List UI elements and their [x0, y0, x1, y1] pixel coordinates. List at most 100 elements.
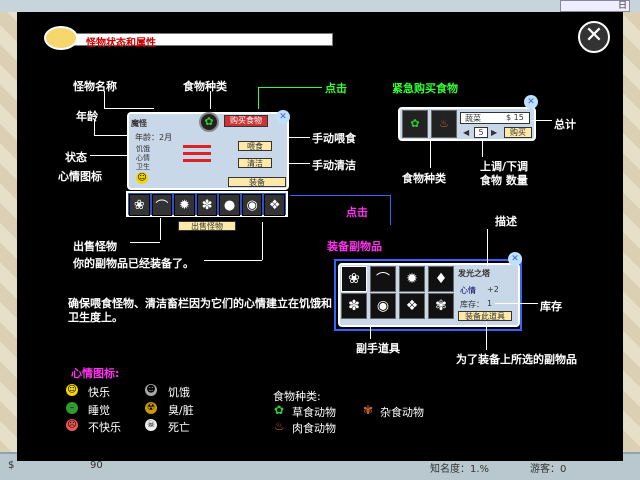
leader-line	[486, 322, 487, 350]
purchase-button[interactable]: 购买	[504, 127, 532, 138]
leader-line	[204, 260, 262, 261]
mood-happy-icon: ☺	[136, 172, 148, 184]
hungry-icon: ☻	[145, 384, 157, 396]
equip-slot-flower[interactable]: ✽	[196, 194, 218, 216]
label-click2: 点击	[346, 206, 368, 219]
legend-dirty: 臭/脏	[168, 404, 194, 417]
item-pink-flower[interactable]: ✾	[428, 293, 454, 319]
hygiene-bar	[183, 159, 211, 162]
item-panel-border	[334, 259, 522, 331]
leader-line	[262, 222, 263, 260]
dead-icon: ☠	[145, 419, 157, 431]
equip-slot-plant[interactable]: ❀	[129, 194, 150, 216]
leader-line	[104, 91, 105, 109]
close-button[interactable]: ✕	[578, 21, 610, 53]
item-plant[interactable]: ❀	[341, 266, 367, 292]
stat-hunger-label: 饥饿	[136, 145, 150, 153]
equip-slot-orb[interactable]: ●	[219, 194, 240, 216]
leader-line	[482, 141, 483, 157]
stat-hygiene-label: 卫生	[136, 163, 150, 171]
leader-line	[487, 229, 488, 266]
omnivore-icon: ✾	[363, 403, 374, 417]
leader-line	[104, 108, 154, 109]
label-age: 年龄	[76, 110, 98, 123]
label-adjust: 上调/下调	[480, 160, 529, 173]
equipment-strip: ❀ ⌒ ✹ ✽ ● ◉ ❖	[126, 191, 288, 217]
item-crystal[interactable]: ❖	[399, 293, 425, 319]
item-bone[interactable]: ⌒	[370, 266, 396, 292]
label-manual-clean: 手动清洁	[312, 159, 356, 172]
dirty-icon: ☢	[145, 402, 157, 414]
item-flower[interactable]: ✽	[341, 293, 367, 319]
close-icon: ✕	[584, 23, 604, 48]
label-monster-name: 怪物名称	[73, 80, 117, 93]
label-mood-icon: 心情图标	[58, 170, 102, 183]
food-type-icon: ✿	[402, 110, 428, 138]
money-icon: $	[8, 460, 15, 471]
leader-line-blue	[390, 195, 391, 225]
equip-item-button[interactable]: 装备此道具	[458, 311, 512, 321]
help-overlay	[17, 12, 623, 461]
money-value: 90	[90, 460, 103, 471]
label-food-type2: 食物种类	[402, 172, 446, 185]
item-panel-close-icon[interactable]: ✕	[508, 252, 522, 266]
sell-monster-button[interactable]: 出售怪物	[178, 221, 236, 231]
equip-slot-bone[interactable]: ⌒	[151, 194, 173, 216]
item-torch[interactable]: ♦	[428, 266, 454, 292]
item-mood-value: +2	[487, 285, 499, 294]
equip-slot-crystal[interactable]: ❖	[264, 194, 286, 216]
item-name: 发光之塔	[458, 269, 490, 278]
leader-line	[495, 303, 538, 304]
leader-line-blue	[290, 195, 390, 196]
sleep-icon: –	[66, 402, 78, 414]
buy-panel-close-icon[interactable]: ✕	[524, 95, 538, 109]
happy-icon: ☺	[66, 384, 78, 396]
label-stock: 库存	[540, 300, 562, 313]
item-stock-value: 1	[487, 299, 493, 308]
equip-slot-cookie[interactable]: ◉	[241, 194, 263, 216]
item-grid: ❀ ⌒ ✹ ♦ ✽ ◉ ❖ ✾	[341, 266, 456, 319]
herbivore-food-icon: ✿	[199, 112, 219, 132]
leader-line	[275, 137, 310, 138]
fame-value: 知名度：1.%	[430, 464, 490, 475]
food-price: $ 15	[506, 113, 524, 122]
label-sub-items: 副手道具	[356, 342, 400, 355]
legend-omnivore: 杂食动物	[380, 406, 424, 419]
label-to-equip: 为了装备上所选的副物品	[456, 353, 577, 366]
close-x-icon[interactable]: ✕	[276, 110, 290, 124]
meat-icon: ♨	[431, 110, 457, 138]
label-equip-items: 装备副物品	[327, 240, 382, 253]
item-shell[interactable]: ✹	[399, 266, 425, 292]
label-total: 总计	[554, 118, 576, 131]
food-name: 蔬菜	[465, 114, 481, 123]
label-sell-monster: 出售怪物	[73, 240, 117, 253]
feed-button[interactable]: 喂食	[238, 141, 272, 151]
legend-herbivore: 草食动物	[292, 406, 336, 419]
equip-slot-shell[interactable]: ✹	[174, 194, 195, 216]
visitors-value: 游客：0	[530, 464, 567, 475]
unhappy-icon: ☹	[66, 419, 78, 431]
leader-line	[370, 325, 371, 339]
herbivore-icon: ✿	[274, 403, 285, 417]
equip-button[interactable]: 装备	[228, 177, 286, 187]
clean-button[interactable]: 清洁	[238, 158, 272, 168]
legend-happy: 快乐	[88, 386, 110, 399]
item-mood-label: 心情	[460, 286, 476, 295]
item-cookie[interactable]: ◉	[370, 293, 396, 319]
item-stock-label: 库存：	[460, 300, 484, 309]
decrease-arrow-icon[interactable]: ◀	[463, 128, 470, 137]
legend-food-title: 食物种类:	[273, 390, 321, 403]
leader-line	[94, 135, 134, 136]
quantity-field[interactable]: 5	[474, 127, 488, 138]
label-items-equipped: 你的副物品已经装备了。	[73, 257, 194, 270]
label-food-qty: 食物 数量	[480, 174, 528, 187]
legend-unhappy: 不快乐	[88, 421, 121, 434]
label-emergency-buy: 紧急购买食物	[392, 82, 458, 95]
increase-arrow-icon[interactable]: ▶	[491, 128, 498, 137]
leader-line	[210, 91, 211, 109]
buy-food-button[interactable]: 购买食物	[224, 115, 268, 127]
legend-sleep: 睡觉	[88, 404, 110, 417]
hunger-bar	[183, 145, 211, 148]
legend-mood-title: 心情图标:	[71, 367, 120, 380]
label-click1: 点击	[325, 82, 347, 95]
